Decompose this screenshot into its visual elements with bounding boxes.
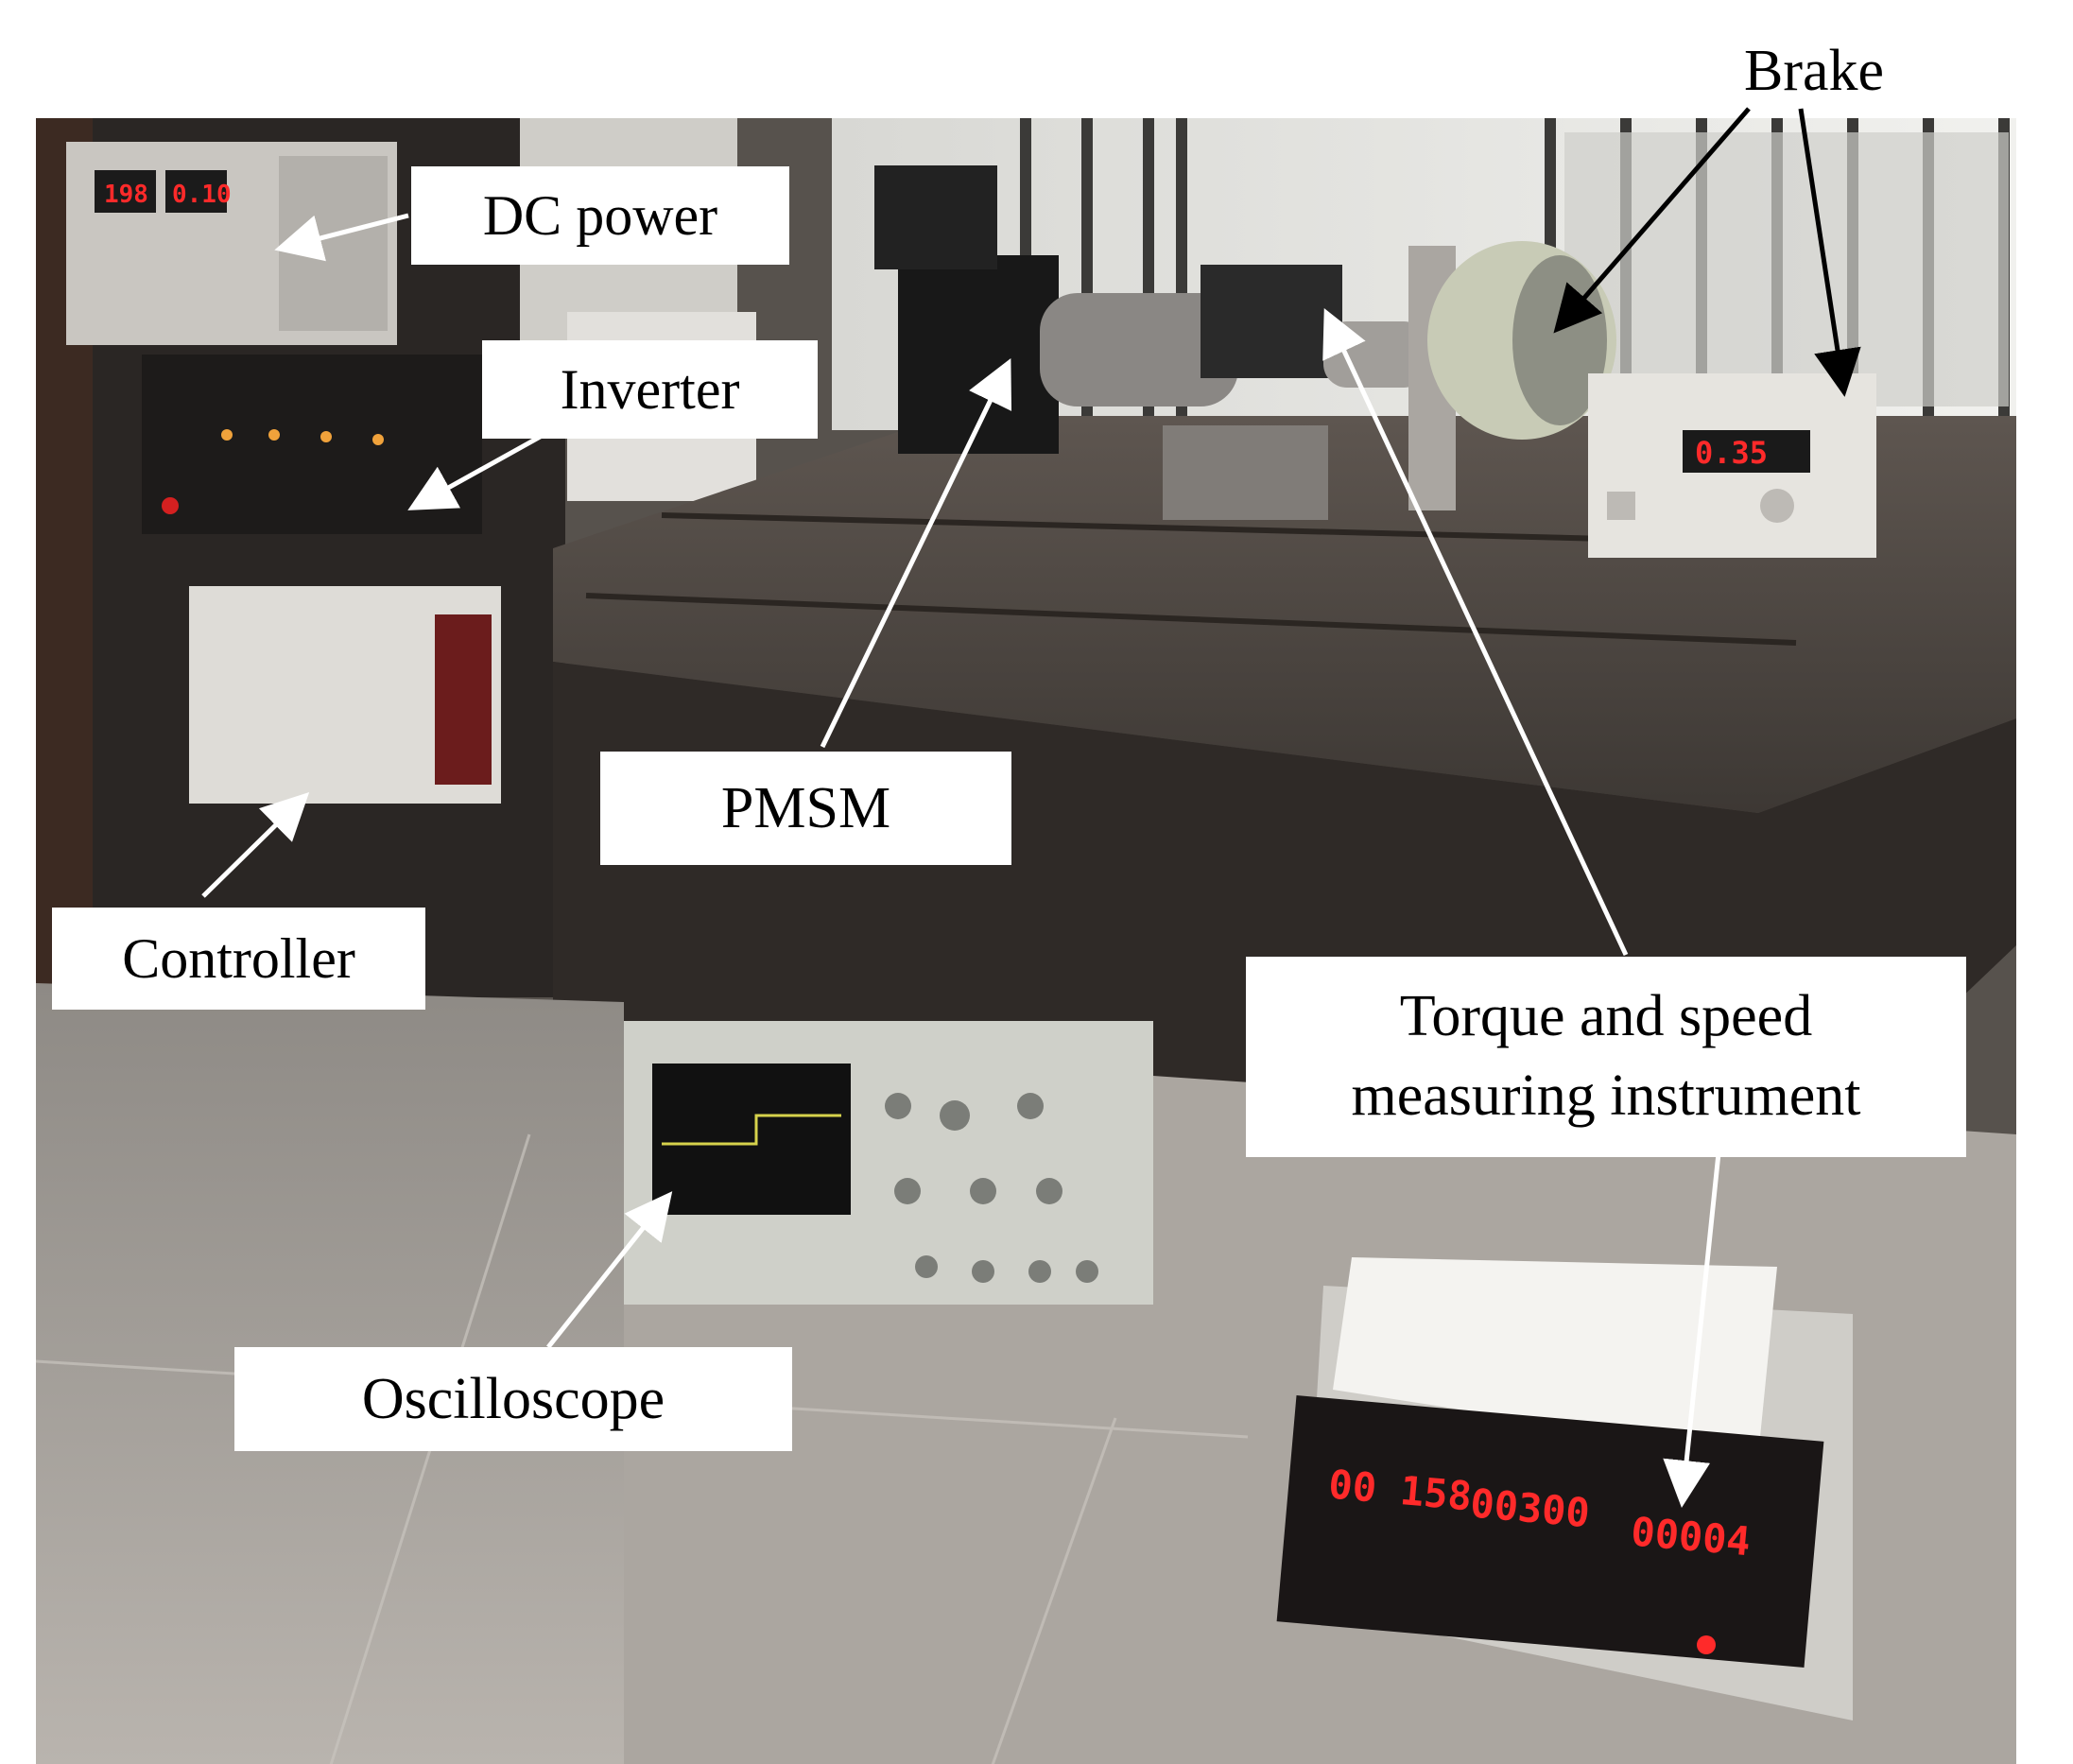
label-pmsm: PMSM — [600, 752, 1011, 865]
arrow-brake-2 — [1798, 108, 1861, 397]
photo: 198 0.10 0.35 — [35, 118, 2016, 1764]
meter-power-display: 00004 — [1630, 1508, 1753, 1565]
dc-current-display: 0.10 — [172, 181, 232, 209]
torque-sensor — [1201, 265, 1342, 378]
label-brake: Brake — [1744, 38, 1884, 105]
label-dc-power: DC power — [411, 166, 789, 265]
brake-controller-display: 0.35 — [1695, 435, 1768, 471]
label-controller-text: Controller — [122, 926, 355, 990]
arrow-pmsm — [820, 358, 1012, 749]
meter-speed-display: 00300 — [1469, 1479, 1592, 1536]
label-dc-power-text: DC power — [482, 183, 718, 247]
oscilloscope-device — [624, 1021, 1153, 1305]
label-brake-text: Brake — [1744, 39, 1885, 103]
label-torque-line2: measuring instrument — [1351, 1064, 1861, 1128]
arrow-brake-1 — [1553, 107, 1751, 334]
label-pmsm-text: PMSM — [720, 775, 891, 840]
label-torque-speed-instrument: Torque and speed measuring instrument — [1246, 957, 1966, 1157]
label-torque-line1: Torque and speed — [1399, 984, 1813, 1049]
inverter-unit — [142, 355, 482, 534]
arrow-torque-sensor — [1322, 307, 1629, 957]
inverter-leds — [221, 429, 384, 445]
arrow-dc-power — [274, 213, 409, 262]
dc-voltage-display: 198 — [104, 181, 148, 209]
label-inverter: Inverter — [482, 340, 818, 439]
arrow-oscilloscope — [546, 1191, 673, 1349]
arrow-torque-meter — [1663, 1152, 1721, 1508]
label-oscilloscope: Oscilloscope — [234, 1347, 792, 1451]
arrow-inverter — [407, 432, 545, 510]
label-controller: Controller — [52, 908, 425, 1010]
annotation-arrows — [201, 107, 1861, 1508]
label-oscilloscope-text: Oscilloscope — [361, 1366, 665, 1431]
arrow-controller — [201, 791, 310, 898]
torque-speed-meter — [1276, 1257, 1853, 1721]
label-inverter-text: Inverter — [560, 357, 740, 421]
